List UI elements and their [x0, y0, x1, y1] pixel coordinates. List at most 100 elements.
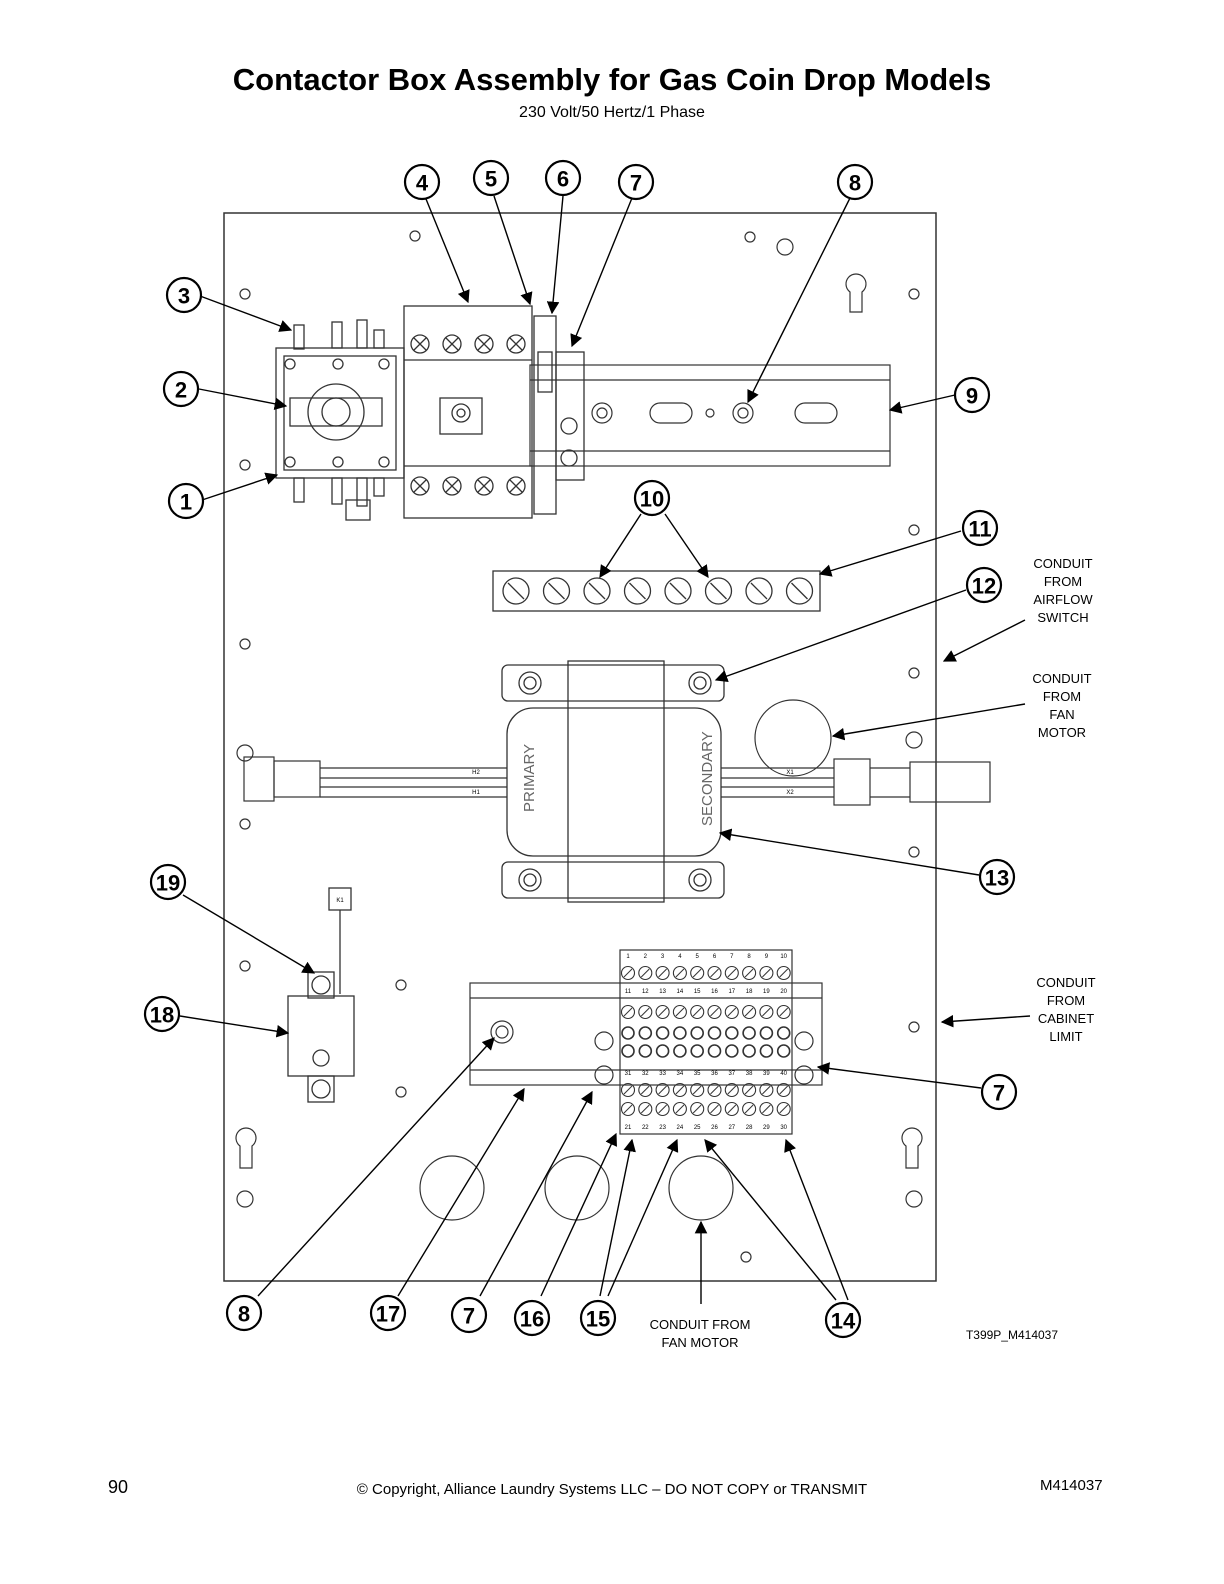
note-line: FROM [1043, 689, 1081, 704]
terminal-screw [672, 1101, 687, 1117]
callout-circle [961, 509, 999, 547]
callout-circle [167, 482, 205, 520]
terminal-screw [759, 1101, 774, 1117]
terminal-number: 32 [642, 1071, 649, 1077]
terminal-number: 17 [728, 989, 735, 995]
terminal-number: 26 [711, 1125, 718, 1131]
terminal-number: 14 [677, 989, 684, 995]
terminal-screw [655, 965, 670, 981]
terminal-screw [690, 965, 705, 981]
terminal-number: 40 [780, 1071, 787, 1077]
callout-circle [369, 1294, 407, 1332]
ground-terminal-bar [492, 570, 821, 612]
callout-number: 14 [831, 1309, 856, 1334]
callout-number: 3 [178, 284, 190, 309]
terminal-screw [742, 1101, 757, 1117]
terminal-screw [620, 965, 636, 981]
callout-circle [633, 479, 671, 517]
note-line: CONDUIT [1036, 975, 1095, 990]
note-airflow-switch: CONDUIT FROM AIRFLOW SWITCH [1033, 556, 1093, 625]
terminal-number: 35 [694, 1071, 701, 1077]
terminal-screw [672, 1004, 687, 1020]
transformer-primary-label: PRIMARY [521, 744, 538, 812]
disconnect-switch [275, 319, 405, 521]
callout-number: 15 [586, 1307, 610, 1332]
callout-number: 1 [180, 490, 192, 515]
keyhole-slots [235, 273, 923, 1169]
terminal-screw [620, 1004, 636, 1020]
terminal-screw [655, 1004, 670, 1020]
auxiliary-contact [533, 315, 585, 515]
terminal-screw [724, 1101, 739, 1117]
callout-number: 5 [485, 167, 497, 192]
leader-lines [179, 195, 1031, 1304]
terminal-number: 18 [746, 989, 753, 995]
terminal-screw [638, 1101, 653, 1117]
terminal-number: 29 [763, 1125, 770, 1131]
terminal-number: 38 [746, 1071, 753, 1077]
terminal-number: 34 [677, 1071, 684, 1077]
terminal-number: 12 [642, 989, 649, 995]
callout-number: 6 [557, 167, 569, 192]
callout-circle [165, 276, 203, 314]
callout-circle [824, 1301, 862, 1339]
page-number: 90 [108, 1477, 129, 1497]
callout-circle [225, 1294, 263, 1332]
terminal-number: 13 [659, 989, 666, 995]
panel-holes [236, 230, 923, 1263]
callout-circle [579, 1299, 617, 1337]
lead-h2-label: H2 [472, 770, 480, 776]
terminal-screw [690, 1082, 705, 1098]
callout-number: 7 [993, 1081, 1005, 1106]
callout-number: 10 [640, 487, 664, 512]
terminal-screw [690, 1101, 705, 1117]
terminal-screw [742, 1082, 757, 1098]
terminal-screw [655, 1101, 670, 1117]
terminal-number: 8 [747, 954, 751, 960]
callout-circle [965, 566, 1003, 604]
terminal-number: 5 [696, 954, 700, 960]
terminal-screw [776, 965, 791, 981]
terminal-screw [672, 1082, 687, 1098]
page-subtitle: 230 Volt/50 Hertz/1 Phase [519, 104, 705, 121]
terminal-screw [638, 1082, 653, 1098]
terminal-screw [620, 1082, 636, 1098]
callout-number: 2 [175, 378, 187, 403]
callout-circle [513, 1299, 551, 1337]
terminal-screw [759, 1082, 774, 1098]
terminal-block [619, 949, 793, 1135]
note-line: LIMIT [1049, 1029, 1082, 1044]
terminal-screw [655, 1082, 670, 1098]
note-line: CABINET [1038, 1011, 1094, 1026]
terminal-screw [742, 1004, 757, 1020]
lead-x1-label: X1 [786, 770, 794, 776]
note-cabinet-limit: CONDUIT FROM CABINET LIMIT [1036, 975, 1095, 1044]
contactor [403, 305, 533, 519]
callout-number: 7 [630, 171, 642, 196]
terminal-screw [759, 1004, 774, 1020]
note-line: AIRFLOW [1033, 592, 1093, 607]
callout-number: 4 [416, 171, 429, 196]
callout-number: 17 [376, 1302, 400, 1327]
terminal-number: 28 [746, 1125, 753, 1131]
relay-k1-label: K1 [336, 898, 344, 904]
drawing-id: T399P_M414037 [966, 1328, 1058, 1342]
lower-din-rail [469, 982, 823, 1086]
note-line: FAN MOTOR [661, 1335, 738, 1350]
callout-number: 19 [156, 871, 180, 896]
note-line: SWITCH [1037, 610, 1088, 625]
terminal-screw [776, 1101, 791, 1117]
terminal-screw [620, 1101, 636, 1117]
note-fan-motor-right: CONDUIT FROM FAN MOTOR [1032, 671, 1091, 740]
terminal-screw [742, 965, 757, 981]
callout-circle [472, 159, 510, 197]
transformer-secondary-label: SECONDARY [699, 731, 716, 826]
terminal-number: 10 [780, 954, 787, 960]
callout-number: 9 [966, 384, 978, 409]
terminal-screw [707, 965, 722, 981]
terminal-number: 7 [730, 954, 734, 960]
terminal-number: 2 [644, 954, 648, 960]
